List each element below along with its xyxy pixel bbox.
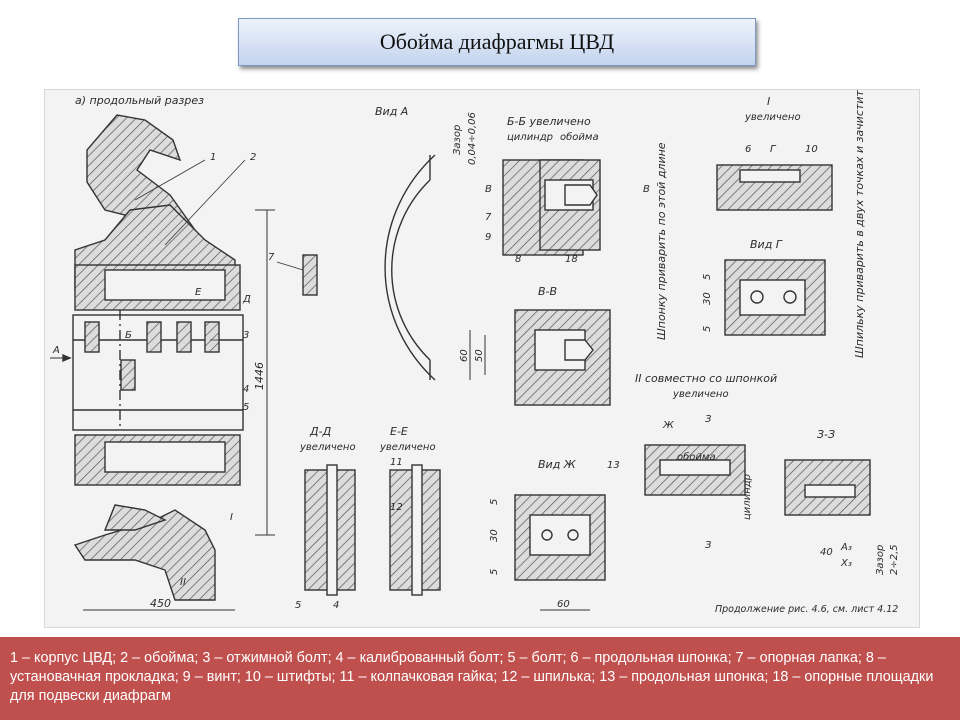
section-b-b: Б-Б увеличено цилиндр обойма Зазор 0,04÷… xyxy=(452,112,650,265)
dim-5-zh-bottom: 5 xyxy=(489,569,500,575)
cylinder-label: цилиндр xyxy=(507,132,553,143)
gap2-label: Зазор xyxy=(875,545,886,575)
letter-v-right: В xyxy=(643,184,650,195)
callout-7-view-a: 7 xyxy=(268,252,275,263)
letter-v-left: В xyxy=(485,184,492,195)
detail-1: I увеличено 6 Г 10 xyxy=(716,95,833,211)
callout-8: 8 xyxy=(515,254,521,265)
view-g-label: Вид Г xyxy=(750,238,783,251)
d-d-subtitle: увеличено xyxy=(299,442,356,453)
letter-zh-top: Ж xyxy=(662,420,675,431)
callout-11: 11 xyxy=(390,457,403,468)
arc-inner xyxy=(391,179,431,361)
letter-z-top: З xyxy=(705,414,712,425)
letter-b: Б xyxy=(125,330,132,341)
letter-z-bottom: З xyxy=(705,540,712,551)
note-key-weld: Шпонку приварить по этой длине xyxy=(655,142,668,340)
callout-13: 13 xyxy=(607,460,620,471)
d-d-title: Д-Д xyxy=(309,425,332,438)
callout-6: 6 xyxy=(745,144,751,155)
arc-outer xyxy=(384,154,436,381)
letter-g: Г xyxy=(770,144,777,155)
letter-e: Е xyxy=(195,287,202,298)
note-stud-weld: Шпильку приварить в двух точках и зачист… xyxy=(853,90,866,358)
dim-5-zh-top: 5 xyxy=(489,499,500,505)
b-b-title: Б-Б увеличено xyxy=(507,115,591,128)
dim-30-g: 30 xyxy=(702,292,713,305)
callout-4-dd: 4 xyxy=(333,600,339,611)
holder-label-2: обойма xyxy=(677,451,716,463)
drawing-canvas: а) продольный разрез 1446 450 xyxy=(50,90,900,615)
roman-1-mark: I xyxy=(230,512,233,523)
callout-5-dd: 5 xyxy=(295,600,301,611)
callout-1: 1 xyxy=(210,152,216,163)
dim-40: 40 xyxy=(820,547,833,558)
dim-450: 450 xyxy=(150,597,171,610)
view-zh: Вид Ж 5 30 5 60 xyxy=(489,458,606,611)
letter-d: Д xyxy=(242,294,251,305)
callout-3: 3 xyxy=(243,330,249,341)
callout-2: 2 xyxy=(250,152,256,163)
view-a-label: Вид А xyxy=(375,105,408,118)
a3-label: А₃ xyxy=(840,542,852,553)
x3-label: Х₃ xyxy=(840,558,852,569)
detail-1-title: I xyxy=(767,95,770,108)
e-e-title: Е-Е xyxy=(390,425,408,438)
detail-2-subtitle: увеличено xyxy=(672,389,729,400)
detail-2: II совместно со шпонкой увеличено Ж З об… xyxy=(607,372,777,551)
continuation-note: Продолжение рис. 4.6, см. лист 4.12 xyxy=(715,604,898,615)
detail-1-subtitle: увеличено xyxy=(744,112,801,123)
callout-9: 9 xyxy=(485,232,491,243)
roman-2-mark: II xyxy=(180,577,186,588)
section-z-z: З-З 40 А₃ Х₃ Зазор 2÷2,5 xyxy=(784,428,900,575)
z-z-title: З-З xyxy=(817,428,835,441)
view-a: Вид А 7 xyxy=(268,105,436,381)
callout-7-bb: 7 xyxy=(485,212,492,223)
dim-5-g-bottom: 5 xyxy=(702,326,713,332)
e-e-subtitle: увеличено xyxy=(379,442,436,453)
view-g: Вид Г 5 30 5 xyxy=(702,238,826,336)
v-v-title: В-В xyxy=(538,285,557,298)
dim-5-g-top: 5 xyxy=(702,274,713,280)
dim-1446: 1446 xyxy=(253,362,266,390)
view-zh-label: Вид Ж xyxy=(538,458,577,471)
callout-12: 12 xyxy=(390,502,403,513)
holder-label: обойма xyxy=(560,131,599,143)
legend-caption: 1 – корпус ЦВД; 2 – обойма; 3 – отжимной… xyxy=(0,637,960,720)
callout-5: 5 xyxy=(243,402,249,413)
detail-2-title: II совместно со шпонкой xyxy=(635,372,777,385)
technical-drawing: а) продольный разрез 1446 450 xyxy=(44,89,920,628)
callout-4: 4 xyxy=(243,384,249,395)
section-v-v: В-В 60 50 xyxy=(459,285,611,406)
slide-title: Обойма диафрагмы ЦВД xyxy=(238,18,756,66)
gap-label: Зазор xyxy=(452,125,463,155)
sections-d-d-e-e: Д-Д увеличено Е-Е увеличено 5 4 11 12 xyxy=(295,425,441,611)
gap2-value: 2÷2,5 xyxy=(889,544,900,575)
dim-60-zh: 60 xyxy=(557,599,570,610)
callout-18: 18 xyxy=(565,254,578,265)
dim-60-vv: 60 xyxy=(459,349,470,362)
letter-a: А xyxy=(52,345,60,356)
cylinder-label-2: цилиндр xyxy=(742,474,753,520)
longitudinal-section: а) продольный разрез 1446 450 xyxy=(50,94,275,611)
dim-50: 50 xyxy=(474,349,485,362)
gap-value: 0,04÷0,06 xyxy=(467,112,478,165)
callout-10: 10 xyxy=(805,144,818,155)
holder-middle-body xyxy=(72,314,244,431)
dim-30-zh: 30 xyxy=(489,529,500,542)
section-label: а) продольный разрез xyxy=(75,94,204,107)
